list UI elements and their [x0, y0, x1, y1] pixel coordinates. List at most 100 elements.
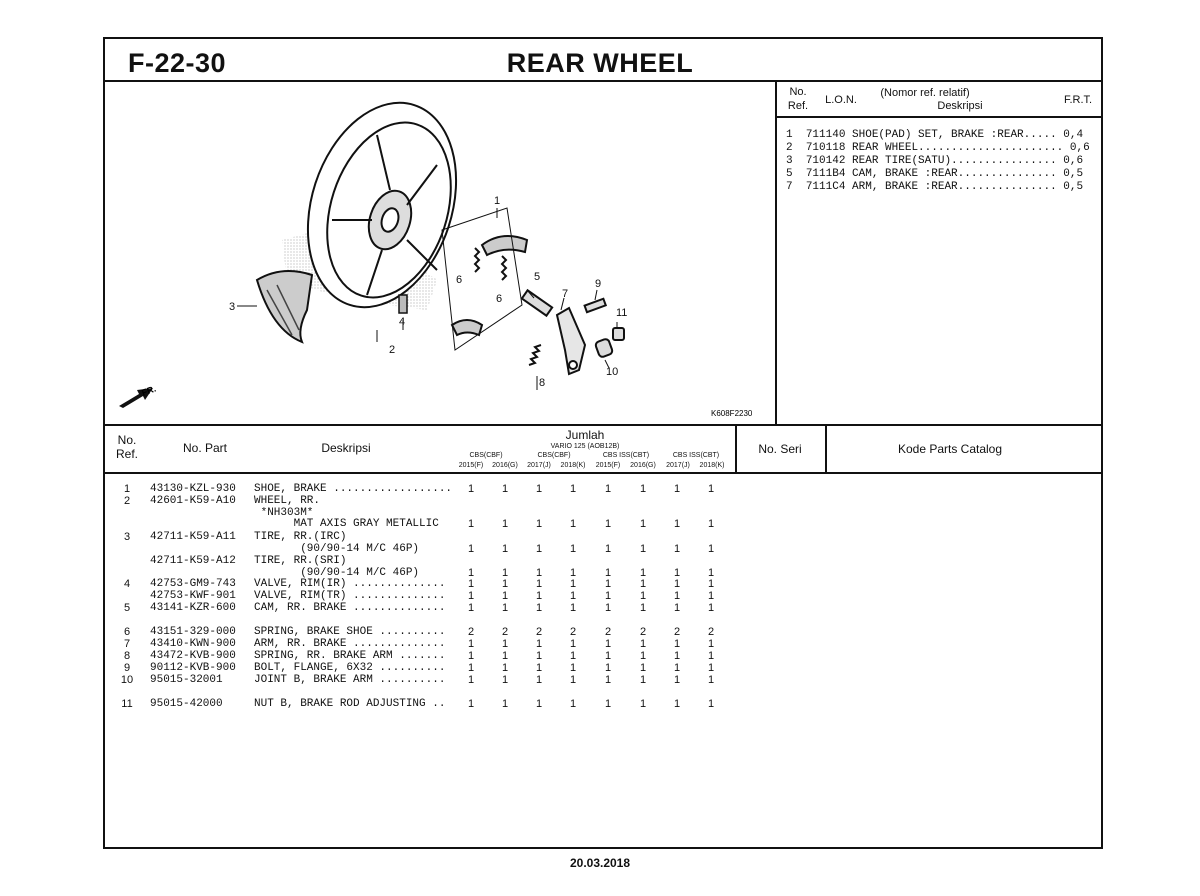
parts-header-year: 2018(K) [699, 462, 725, 469]
lon-header-divider [775, 116, 1103, 118]
row-quantity: 1 [673, 650, 681, 662]
lon-ref: 2 [786, 142, 793, 154]
lon-ref: 3 [786, 155, 793, 167]
row-ref: 11 [121, 698, 133, 710]
row-quantity: 2 [501, 626, 509, 638]
parts-header-model: VARIO 125 (AOB12B) [550, 443, 620, 450]
row-ref: 7 [123, 638, 131, 650]
row-quantity: 1 [535, 602, 543, 614]
row-quantity: 1 [535, 567, 543, 579]
row-quantity: 1 [501, 698, 509, 710]
row-quantity: 1 [569, 650, 577, 662]
row-description: WHEEL, RR. [254, 495, 321, 507]
row-quantity: 1 [673, 674, 681, 686]
row-quantity: 1 [467, 602, 475, 614]
parts-seri-divider [735, 424, 737, 472]
lon-frt: 0,5 [1063, 181, 1084, 193]
row-part-number: 42601-K59-A10 [150, 495, 236, 507]
row-quantity: 2 [535, 626, 543, 638]
row-quantity: 1 [673, 518, 681, 530]
callout-2: 2 [389, 344, 395, 356]
row-quantity: 1 [501, 662, 509, 674]
row-part-number: 42711-K59-A12 [150, 555, 236, 567]
row-quantity: 2 [639, 626, 647, 638]
row-quantity: 1 [569, 674, 577, 686]
lon-frt: 0,4 [1063, 129, 1084, 141]
row-description: SPRING, BRAKE SHOE .......... [254, 626, 446, 638]
row-quantity: 1 [501, 483, 509, 495]
row-part-number: 43141-KZR-600 [150, 602, 236, 614]
lon-desc: CAM, BRAKE :REAR............... [852, 168, 1057, 180]
parts-header-group: CBS(CBF) [537, 452, 571, 459]
lon-column-divider [775, 80, 777, 424]
parts-header-seri: No. Seri [758, 442, 802, 456]
row-part-number: 43472-KVB-900 [150, 650, 236, 662]
lon-header-lon: L.O.N. [825, 94, 857, 106]
parts-header-group: CBS ISS(CBT) [602, 452, 650, 459]
row-quantity: 1 [569, 483, 577, 495]
lon-row: 3 710142 REAR TIRE(SATU)................… [786, 155, 1083, 167]
row-quantity: 1 [569, 590, 577, 602]
bolt-part [583, 297, 608, 314]
spring-part [473, 247, 542, 366]
parts-header-group: CBS ISS(CBT) [672, 452, 720, 459]
row-quantity: 1 [569, 543, 577, 555]
parts-header-year: 2016(G) [492, 462, 518, 469]
row-quantity: 1 [707, 662, 715, 674]
callout-6b: 6 [496, 293, 502, 305]
rear-wheel-part [306, 101, 458, 309]
row-quantity: 1 [569, 662, 577, 674]
row-quantity: 1 [604, 567, 612, 579]
row-quantity: 2 [673, 626, 681, 638]
lon-frt: 0,5 [1063, 168, 1084, 180]
row-quantity: 1 [604, 543, 612, 555]
parts-header-year: 2015(F) [595, 462, 621, 469]
row-quantity: 1 [707, 602, 715, 614]
parts-header-year: 2018(K) [560, 462, 586, 469]
lon-frt: 0,6 [1063, 155, 1084, 167]
lon-header-desc: Deskripsi [937, 100, 983, 112]
row-quantity: 1 [639, 602, 647, 614]
row-quantity: 1 [501, 518, 509, 530]
lon-desc: SHOE(PAD) SET, BRAKE :REAR..... [852, 129, 1057, 141]
lon-header-desc-top: (Nomor ref. relatif) [880, 87, 970, 99]
row-description: ARM, RR. BRAKE .............. [254, 638, 446, 650]
row-quantity: 2 [467, 626, 475, 638]
row-description: (90/90-14 M/C 46P) [254, 567, 420, 579]
row-part-number: 43151-329-000 [150, 626, 236, 638]
lon-desc: REAR TIRE(SATU)................ [852, 155, 1057, 167]
row-quantity: 1 [673, 567, 681, 579]
row-quantity: 1 [673, 483, 681, 495]
leader-lines [237, 208, 618, 390]
row-quantity: 1 [467, 578, 475, 590]
row-quantity: 1 [639, 578, 647, 590]
row-quantity: 1 [501, 578, 509, 590]
row-quantity: 1 [673, 578, 681, 590]
row-quantity: 1 [467, 518, 475, 530]
valve-part [398, 294, 408, 314]
row-quantity: 1 [501, 543, 509, 555]
section-code: F-22-30 [128, 48, 227, 78]
callout-1: 1 [494, 195, 500, 207]
row-quantity: 1 [501, 590, 509, 602]
row-ref: 5 [123, 602, 131, 614]
row-part-number: 43130-KZL-930 [150, 483, 236, 495]
lon-header-ref: Ref. [787, 100, 809, 112]
row-quantity: 1 [707, 543, 715, 555]
row-quantity: 1 [639, 650, 647, 662]
row-description: JOINT B, BRAKE ARM .......... [254, 674, 446, 686]
row-quantity: 2 [604, 626, 612, 638]
row-quantity: 1 [501, 650, 509, 662]
row-ref: 8 [123, 650, 131, 662]
row-quantity: 2 [707, 626, 715, 638]
parts-header-no: No. [117, 433, 137, 447]
row-quantity: 1 [604, 674, 612, 686]
exploded-diagram: FR. 1 2 3 4 5 6 6 7 8 9 10 11 K608F2230 [119, 101, 753, 418]
joint-part [594, 338, 614, 358]
row-ref: 6 [123, 626, 131, 638]
brake-cam-part [520, 288, 554, 318]
row-description: MAT AXIS GRAY METALLIC [254, 518, 439, 530]
lon-desc: ARM, BRAKE :REAR............... [852, 181, 1057, 193]
front-arrow-label: FR. [140, 384, 157, 398]
row-part-number: 95015-42000 [150, 698, 223, 710]
